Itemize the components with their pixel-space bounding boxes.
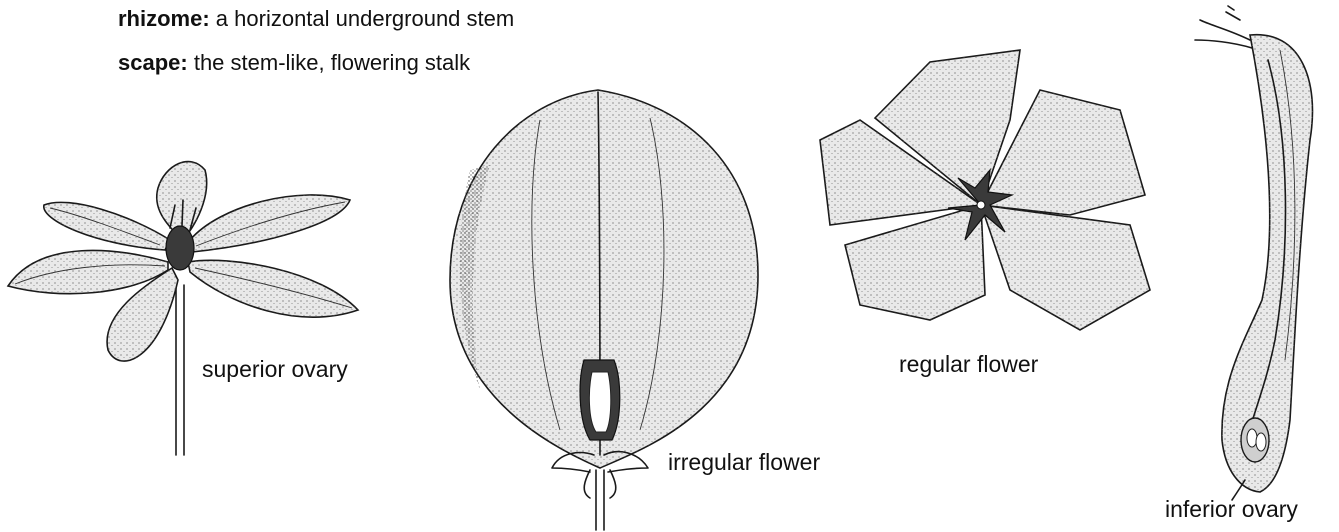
label-inferior-ovary: inferior ovary xyxy=(1165,496,1298,523)
label-irregular-flower: irregular flower xyxy=(668,449,820,476)
inferior-ovary-illustration xyxy=(1195,6,1313,500)
regular-flower-illustration xyxy=(820,50,1150,330)
label-regular-flower: regular flower xyxy=(899,351,1038,378)
superior-ovary-illustration xyxy=(8,162,358,455)
label-superior-ovary: superior ovary xyxy=(202,356,348,383)
